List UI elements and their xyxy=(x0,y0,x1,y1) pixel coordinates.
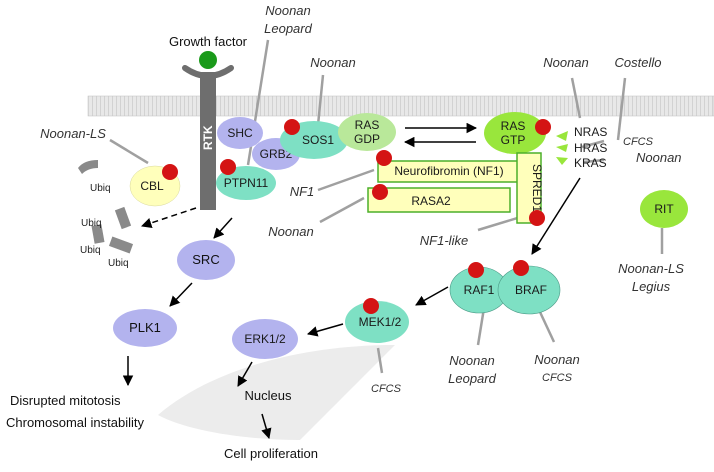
rtk-to-src-arrow xyxy=(213,217,233,239)
nf1-box-label: Neurofibromin (NF1) xyxy=(394,164,503,178)
braf-node xyxy=(497,265,561,315)
nucleus-shape xyxy=(158,345,395,440)
syndrome-nf1-like: NF1-like xyxy=(420,233,468,248)
syndrome-noonan-sos1: Noonan xyxy=(310,55,356,70)
braf-mutation-dot xyxy=(513,260,529,276)
rasa2-mutation-dot xyxy=(372,184,388,200)
syndrome-noonan-rasa2: Noonan xyxy=(268,224,314,239)
ras-gtp-mutation-dot xyxy=(535,119,551,135)
rtk-receptor xyxy=(200,72,216,210)
mek-mutation-dot xyxy=(363,298,379,314)
erk-label: ERK1/2 xyxy=(244,332,286,346)
raf1-mutation-dot xyxy=(468,262,484,278)
growth-factor-label: Growth factor xyxy=(169,34,248,49)
erk-to-nucleus-arrow xyxy=(237,361,253,387)
mek-label: MEK1/2 xyxy=(359,315,402,329)
ras-gtp-node xyxy=(484,112,546,154)
syndrome-noonan-ls-rit: Noonan-LS xyxy=(618,261,684,276)
syndrome-noonan-top: Noonan xyxy=(265,3,311,18)
syndrome-noonan-kras: Noonan xyxy=(636,150,682,165)
src-to-plk1-arrow xyxy=(169,282,193,307)
syndrome-noonan-ls-cbl: Noonan-LS xyxy=(40,126,106,141)
ptpn11-mutation-dot xyxy=(220,159,236,175)
nras-arrowhead xyxy=(556,131,568,141)
nucleus-to-proliferation-arrow xyxy=(261,413,272,440)
ras-gtp-label-1: RAS xyxy=(501,119,526,133)
spred1-mutation-dot xyxy=(529,210,545,226)
cbl-mutation-dot xyxy=(162,164,178,180)
ubiquitin-blocks xyxy=(78,160,134,254)
syndrome-noonan-braf: Noonan xyxy=(534,352,580,367)
ras-gtp-label-2: GTP xyxy=(501,133,526,147)
syndrome-cfcs-mek: CFCS xyxy=(371,383,402,395)
mek-to-erk-arrow xyxy=(306,323,344,337)
braf-label: BRAF xyxy=(515,283,547,297)
kras-label: KRAS xyxy=(574,156,607,170)
rasa2-box-label: RASA2 xyxy=(411,194,451,208)
spred1-box xyxy=(516,152,542,224)
nucleus-label: Nucleus xyxy=(245,388,292,403)
cell-membrane xyxy=(87,95,714,117)
plk1-node xyxy=(113,309,177,347)
ptpn11-node xyxy=(216,166,276,200)
grb2-label: GRB2 xyxy=(260,147,293,161)
syndrome-leopard-top: Leopard xyxy=(264,21,312,36)
cbl-label: CBL xyxy=(140,179,164,193)
nras-label: NRAS xyxy=(574,125,607,139)
spred1-box-label: SPRED1 xyxy=(530,164,544,212)
kras-arrowhead xyxy=(556,157,568,165)
plk1-label: PLK1 xyxy=(129,320,161,335)
nf1-mutation-dot xyxy=(376,150,392,166)
erk-node xyxy=(232,319,298,359)
syndrome-cfcs-braf: CFCS xyxy=(542,372,573,384)
growth-factor-ligand xyxy=(199,51,217,69)
shc-node xyxy=(217,117,263,149)
syndrome-noonan-raf: Noonan xyxy=(449,353,495,368)
ubiq-label-1: Ubiq xyxy=(90,183,111,194)
ras-gdp-node xyxy=(338,113,396,151)
rasa2-box xyxy=(367,187,511,213)
mek-node xyxy=(345,301,409,343)
hras-label: HRAS xyxy=(574,141,607,155)
shc-label: SHC xyxy=(227,126,253,140)
sos1-label: SOS1 xyxy=(302,133,334,147)
ubiq-label-2: Ubiq xyxy=(81,218,102,229)
rit-node xyxy=(640,190,688,228)
outcome-disrupted-mitosis: Disrupted mitotosis xyxy=(10,393,121,408)
outcome-cell-proliferation: Cell proliferation xyxy=(224,446,318,461)
outcome-chromosomal-instability: Chromosomal instability xyxy=(6,415,144,430)
sos1-mutation-dot xyxy=(284,119,300,135)
hras-arrowhead xyxy=(556,144,568,152)
rtk-label: RTK xyxy=(201,125,215,150)
ras-gdp-label-2: GDP xyxy=(354,132,380,146)
raf1-label: RAF1 xyxy=(464,283,495,297)
src-label: SRC xyxy=(192,252,219,267)
syndrome-costello: Costello xyxy=(615,55,662,70)
ubiq-label-3: Ubiq xyxy=(80,245,101,256)
cbl-to-ubiq-arrow xyxy=(141,207,197,228)
ptpn11-label: PTPN11 xyxy=(224,176,269,190)
rit-label: RIT xyxy=(654,202,674,216)
ras-to-raf-arrow xyxy=(531,177,581,255)
src-node xyxy=(177,240,235,280)
syndrome-noonan-ras: Noonan xyxy=(543,55,589,70)
ras-gdp-label-1: RAS xyxy=(355,118,380,132)
syndrome-legius: Legius xyxy=(632,279,671,294)
raf-to-mek-arrow xyxy=(415,286,449,306)
syndrome-cfcs-kras: CFCS xyxy=(623,136,654,148)
ubiq-label-4: Ubiq xyxy=(108,258,129,269)
syndrome-nf1: NF1 xyxy=(290,184,315,199)
syndrome-leopard-raf: Leopard xyxy=(448,371,496,386)
